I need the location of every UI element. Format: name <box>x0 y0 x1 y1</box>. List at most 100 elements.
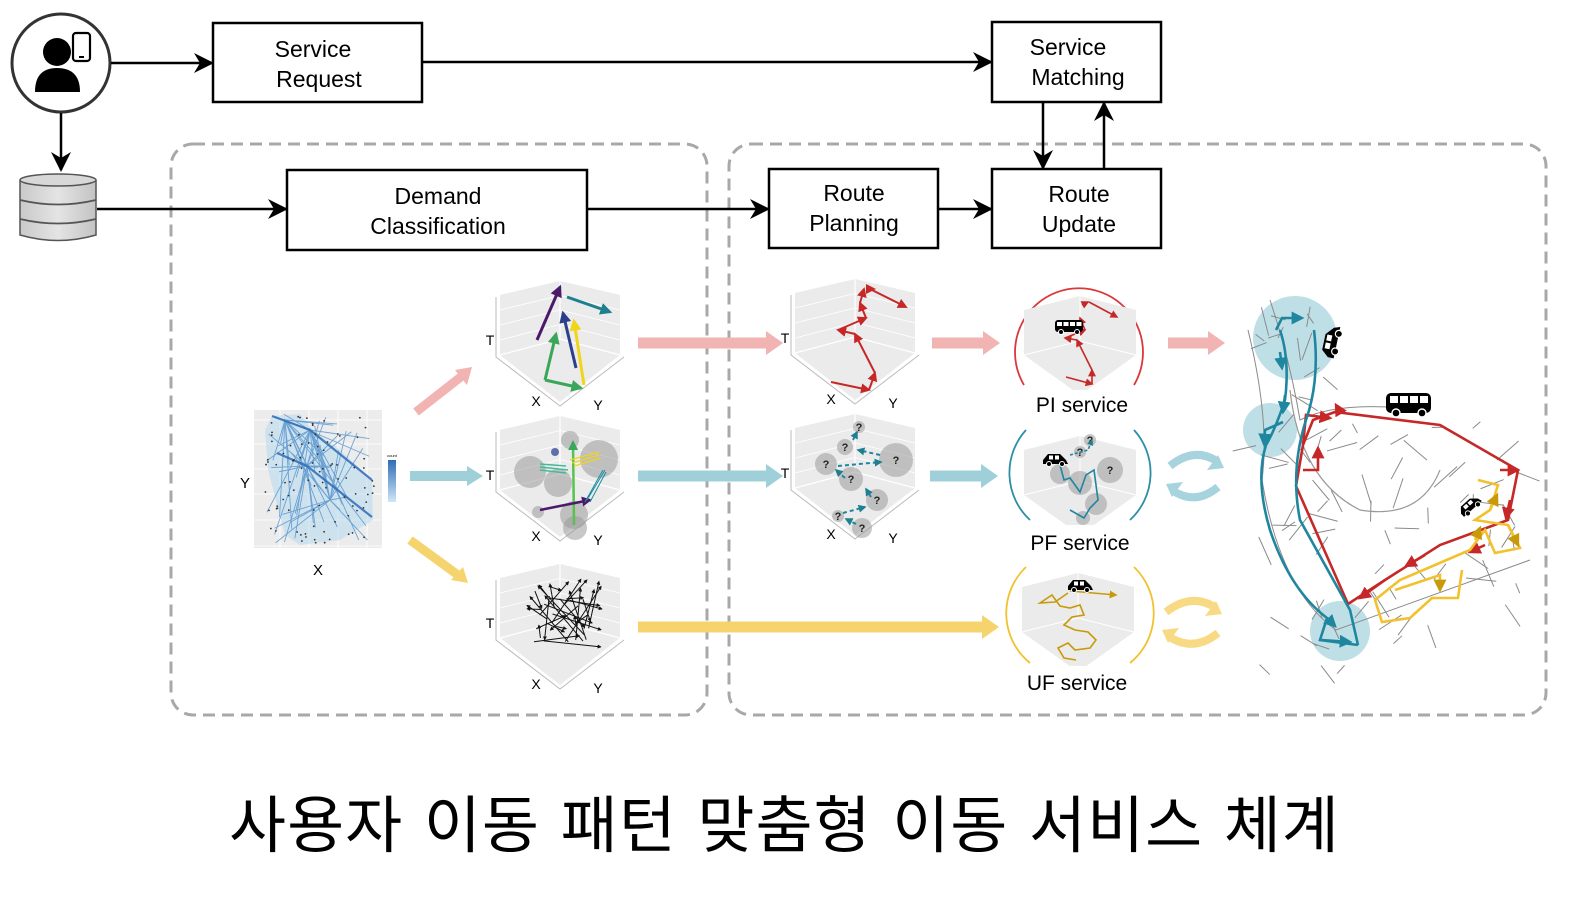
od-point <box>347 514 350 517</box>
od-point <box>323 419 326 422</box>
od-point <box>305 417 308 420</box>
uncertainty-bubble <box>879 443 913 477</box>
unknown-marker: ? <box>842 442 849 454</box>
od-point <box>321 481 324 484</box>
plot-gridline <box>794 307 856 324</box>
route-planning-box[interactable]: Route Planning <box>767 167 940 250</box>
uncertainty-bubble <box>839 467 863 491</box>
demand-classification-box[interactable]: Demand Classification <box>285 168 589 252</box>
street-segment <box>1390 457 1404 480</box>
axis-label-t: T <box>486 615 495 631</box>
od-point <box>351 505 354 507</box>
od-flow-line <box>274 429 311 535</box>
plot-gridline <box>794 428 856 444</box>
service-request-box[interactable]: Service Request <box>211 21 424 104</box>
unknown-marker: ? <box>823 459 830 471</box>
uncertainty-bubble <box>852 518 872 538</box>
service-request-line1: Service <box>275 36 352 62</box>
street-segment <box>1300 635 1318 647</box>
unknown-marker: ? <box>848 474 855 486</box>
uf-service-label: UF service <box>1027 672 1127 695</box>
street-segment <box>1394 527 1420 530</box>
random-trip-arrow <box>566 595 585 600</box>
od-point <box>316 453 319 456</box>
plot-gridline <box>559 578 621 594</box>
od-point <box>323 530 325 533</box>
od-point <box>347 533 350 536</box>
random-trip-arrow <box>564 585 602 642</box>
unknown-marker: ? <box>893 455 900 467</box>
od-point <box>271 440 273 443</box>
od-point <box>323 541 326 544</box>
od-point <box>336 463 338 466</box>
od-point <box>299 534 302 536</box>
plot-gridline <box>499 444 561 461</box>
flow-bundle <box>569 451 602 467</box>
route-arrow <box>1088 301 1119 318</box>
od-point <box>328 538 331 541</box>
axis-label-y: Y <box>593 680 603 696</box>
street-segment <box>1255 333 1265 342</box>
street-segment <box>1372 591 1390 618</box>
od-point <box>313 538 316 541</box>
od-point <box>311 422 314 425</box>
street-segment <box>1301 332 1313 360</box>
random-trip-arrow <box>534 590 543 610</box>
random-trip-arrow <box>563 579 588 606</box>
plot-gridline <box>794 293 856 309</box>
od-point <box>372 485 375 488</box>
route-update-box[interactable]: Route Update <box>990 167 1163 250</box>
od-point <box>358 416 361 419</box>
axis-label-x: X <box>531 528 541 544</box>
od-point <box>363 536 365 539</box>
street-segment <box>1390 434 1409 445</box>
service-matching-box[interactable]: Service Matching <box>990 20 1163 104</box>
od-point <box>265 463 267 466</box>
street-segment <box>1462 551 1489 569</box>
plot-gridline <box>794 322 856 339</box>
route-arrow <box>850 430 858 441</box>
od-point <box>363 486 366 489</box>
od-point <box>284 481 286 484</box>
street-segment <box>1393 635 1403 644</box>
od-point <box>282 452 285 455</box>
od-plot-xlabel: X <box>313 562 323 579</box>
od-point <box>345 477 348 479</box>
route-arrow <box>856 287 867 304</box>
uncertainty-bubble <box>815 453 837 475</box>
uf-to-update-arrow <box>638 615 999 639</box>
axis-label-y: Y <box>593 532 603 548</box>
route-planning-line1: Route <box>823 180 884 206</box>
route-arrow <box>842 504 867 514</box>
route-arrow <box>834 468 846 479</box>
plot-gridline <box>499 295 561 311</box>
od-flow-line <box>306 465 316 528</box>
od-point <box>337 477 340 480</box>
street-segment <box>1403 440 1428 461</box>
od-point <box>264 491 267 493</box>
random-trip-arrow <box>551 578 582 624</box>
plot-gridline <box>499 592 561 609</box>
route-arrow <box>858 301 868 319</box>
user-with-phone-icon <box>10 12 112 114</box>
route-map <box>1232 296 1540 684</box>
od-flow-line <box>275 499 331 544</box>
random-trip-arrow <box>538 584 549 597</box>
route-arrow <box>559 310 578 369</box>
random-trip-arrow <box>543 603 593 624</box>
random-trip-arrow <box>539 581 570 616</box>
od-flow-line <box>271 465 308 469</box>
uncertainty-bubble <box>563 516 587 540</box>
axis-label-y: Y <box>593 397 603 413</box>
od-point <box>343 496 346 498</box>
pi-update-to-map-arrow <box>1168 331 1225 355</box>
street-segment <box>1281 521 1296 532</box>
street-segment <box>1306 306 1311 327</box>
random-trip-arrow <box>588 580 601 629</box>
demand-classification-line1: Demand <box>395 183 482 209</box>
street-segment <box>1313 643 1330 650</box>
od-point <box>292 489 295 492</box>
flow-cluster <box>551 448 559 456</box>
random-trip-arrow <box>573 615 578 626</box>
